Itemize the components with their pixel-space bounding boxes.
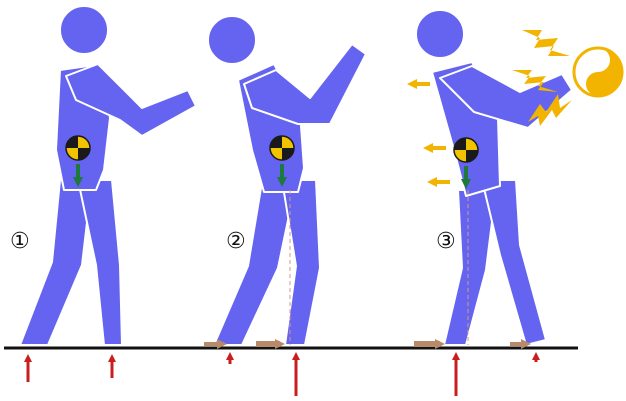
panel-3-figure	[416, 10, 572, 345]
center-of-mass-marker-icon	[270, 136, 294, 160]
panel-2-label: ②	[226, 229, 246, 254]
panel-2-figure	[208, 16, 366, 345]
lightning-bolt-icon	[522, 30, 570, 56]
panel-1-figure	[20, 6, 196, 345]
yin-yang-icon	[574, 48, 622, 96]
center-of-mass-marker-icon	[66, 136, 90, 160]
panel-3-label: ③	[436, 229, 456, 254]
panel-1-label: ①	[10, 229, 30, 254]
center-of-mass-marker-icon	[454, 138, 478, 162]
